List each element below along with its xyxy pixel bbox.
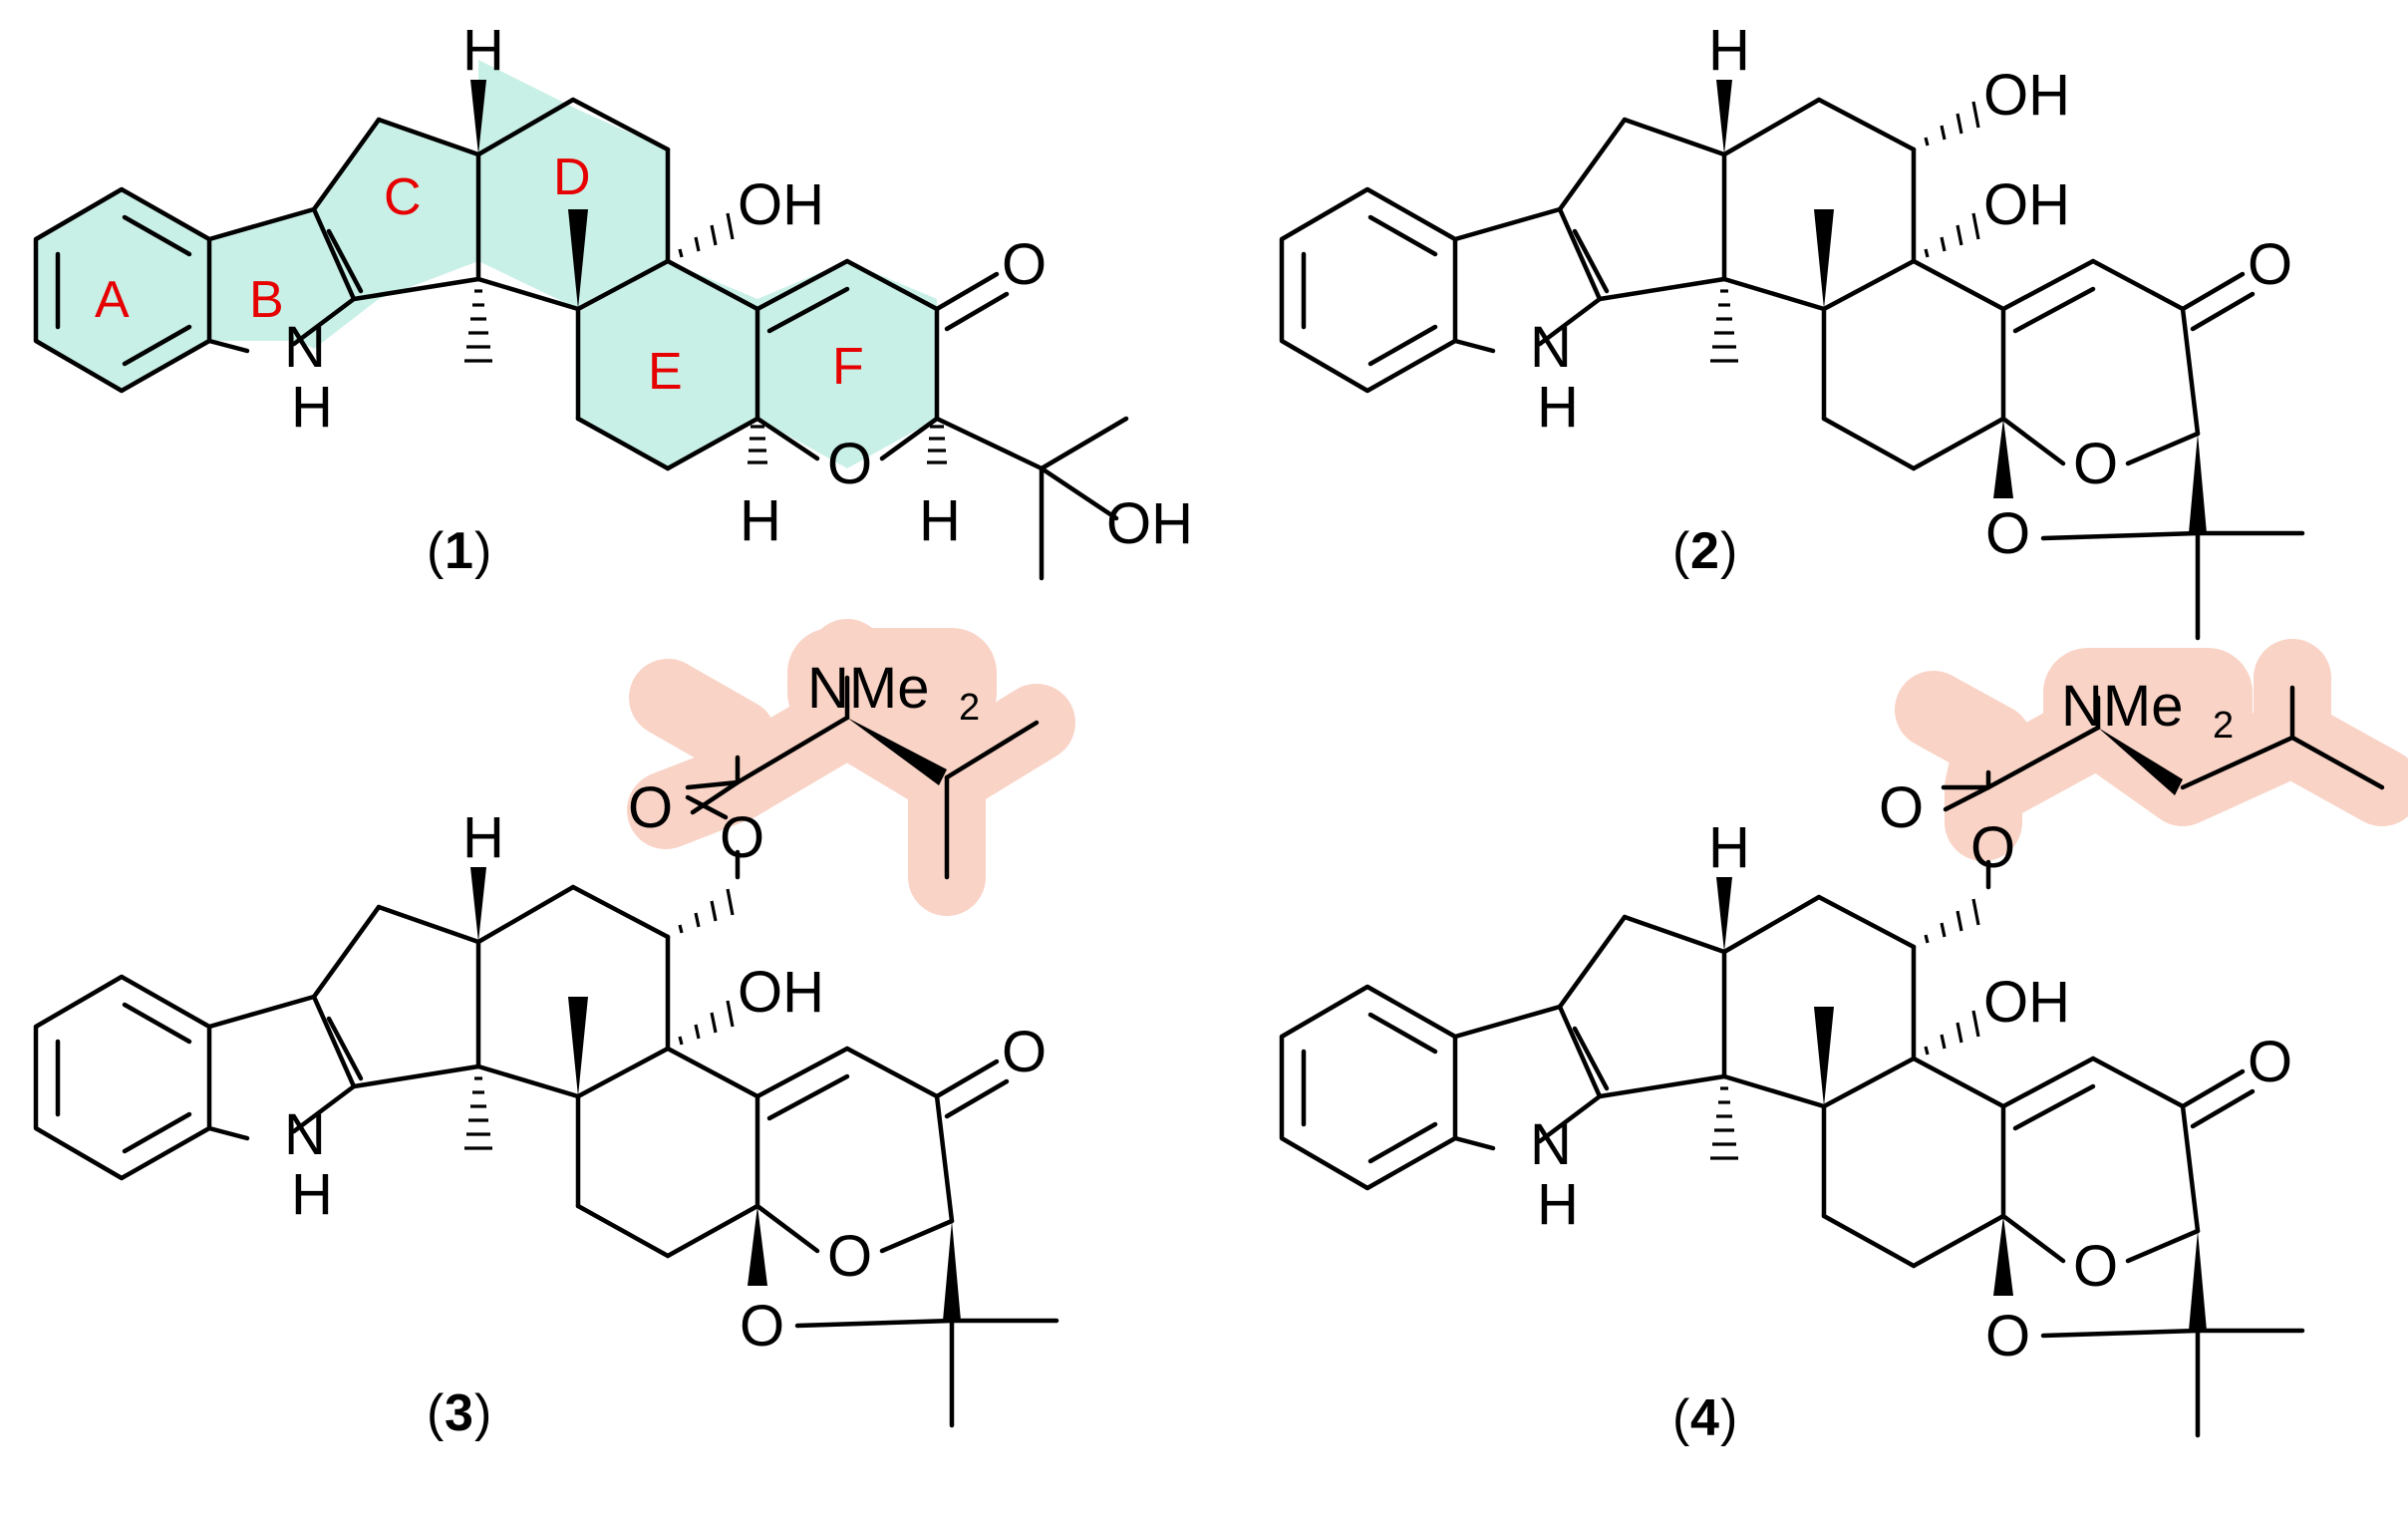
atom-O-ring: O — [2073, 1234, 2118, 1299]
atom-O-ring: O — [827, 432, 872, 496]
atom-O-bridge: O — [740, 1294, 784, 1359]
atom-O-ring: O — [2073, 432, 2118, 496]
caption-paren-close-4: ) — [1720, 1389, 1737, 1447]
atom-O-ketone: O — [2248, 232, 2292, 297]
atom-H-NH: H — [291, 375, 333, 440]
caption-paren-open-3: ( — [427, 1384, 445, 1442]
atom-NMe2-subscript: 2 — [959, 687, 980, 729]
compound-4: N H H OH O O O O O NMe 2 ( 4 ) — [1279, 639, 2408, 1447]
caption-number-2: 2 — [1690, 522, 1719, 580]
atom-OH-lower: OH — [1983, 172, 2070, 237]
caption-paren-close-3: ) — [474, 1384, 491, 1442]
caption-paren-open-1: ( — [427, 522, 445, 580]
atom-NMe2: NMe — [807, 656, 929, 721]
atom-OH-upper: OH — [1983, 63, 2070, 128]
atom-OH: OH — [1983, 970, 2070, 1035]
atom-H-NH: H — [1537, 375, 1579, 440]
caption-number-1: 1 — [445, 522, 473, 580]
atom-OH: OH — [738, 172, 824, 237]
compound-1: N H H OH O O H H OH A B C D E F ( 1 ) — [33, 18, 1193, 581]
atom-O-carbonyl: O — [628, 775, 673, 840]
caption-paren-close-2: ) — [1720, 522, 1737, 580]
amine-highlight-3 — [787, 628, 997, 738]
atom-O-ketone: O — [2248, 1030, 2292, 1094]
ring-label-B: B — [249, 271, 284, 329]
atom-O-ester: O — [720, 805, 764, 870]
compound-2: N H H OH OH O O O ( 2 ) — [1279, 18, 2305, 641]
atom-H-right: H — [919, 488, 961, 553]
atom-O-ester: O — [1970, 815, 2015, 880]
atom-H-NH: H — [291, 1162, 333, 1227]
atom-OH: OH — [738, 960, 824, 1025]
ring-label-D: D — [553, 149, 591, 206]
caption-number-4: 4 — [1690, 1389, 1719, 1447]
atom-O-bridge: O — [1985, 1304, 2030, 1368]
caption-number-3: 3 — [445, 1384, 473, 1442]
atom-H-left: H — [740, 488, 781, 553]
atom-O-ketone: O — [1002, 232, 1047, 297]
ring-label-C: C — [384, 168, 422, 226]
atom-N: N — [1530, 1112, 1572, 1177]
caption-paren-open-2: ( — [1672, 522, 1690, 580]
atom-O-ring: O — [827, 1224, 872, 1289]
ring-highlight-1 — [36, 60, 937, 468]
atom-H-NH: H — [1537, 1172, 1579, 1237]
ring-label-F: F — [832, 338, 864, 396]
atom-H-top: H — [462, 18, 504, 83]
atom-NMe2: NMe — [2061, 674, 2183, 739]
atom-N: N — [1530, 315, 1572, 380]
caption-paren-close-1: ) — [474, 522, 491, 580]
atom-H-top: H — [1708, 815, 1750, 880]
ring-label-A: A — [95, 271, 130, 329]
caption-paren-open-4: ( — [1672, 1389, 1690, 1447]
atom-O-bridge: O — [1985, 501, 2030, 566]
ring-label-E: E — [648, 343, 683, 401]
atom-H-top: H — [462, 805, 504, 870]
atom-N: N — [284, 1102, 326, 1167]
atom-side-OH: OH — [1106, 491, 1193, 556]
atom-NMe2-subscript: 2 — [2213, 705, 2234, 747]
atom-O-carbonyl: O — [1879, 775, 1924, 840]
atom-H-top: H — [1708, 18, 1750, 83]
atom-O-ketone: O — [1002, 1020, 1047, 1084]
compound-3: N H H OH O O O O O NMe 2 ( 3 ) — [33, 619, 1075, 1442]
atom-N: N — [284, 315, 326, 380]
